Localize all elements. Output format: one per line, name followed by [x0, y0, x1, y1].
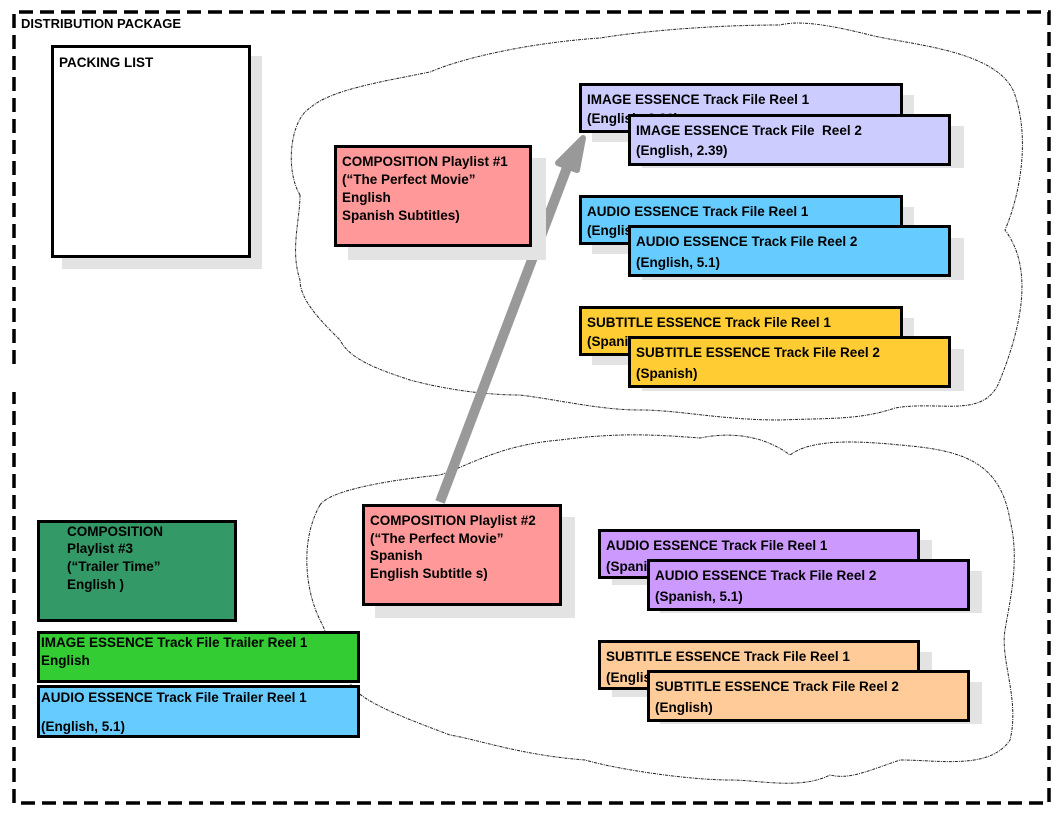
composition-3-line-4: English ) [67, 577, 124, 592]
trailer-audio-title: AUDIO ESSENCE Track File Trailer Reel 1 [41, 690, 307, 705]
audio-es-reel-2-sub: (Spanish, 5.1) [655, 589, 743, 604]
composition-playlist-1[interactable]: COMPOSITION Playlist #1 (“The Perfect Mo… [334, 145, 532, 247]
composition-3-line-2: Playlist #3 [67, 541, 134, 556]
composition-2-line-1: COMPOSITION Playlist #2 [370, 513, 536, 528]
subtitle-essence-reel-2[interactable]: SUBTITLE ESSENCE Track File Reel 2 (Span… [628, 336, 951, 388]
composition-playlist-3[interactable]: COMPOSITION Playlist #3 (“Trailer Time” … [37, 520, 237, 622]
audio-reel-2-title: AUDIO ESSENCE Track File Reel 2 [636, 234, 858, 249]
composition-2-line-2: (“The Perfect Movie” [370, 531, 504, 546]
trailer-image-sub: English [41, 653, 90, 668]
subtitle-reel-2-title: SUBTITLE ESSENCE Track File Reel 2 [636, 345, 880, 360]
reference-arrow [435, 135, 586, 504]
audio-reel-1-title: AUDIO ESSENCE Track File Reel 1 [587, 204, 809, 219]
composition-1-line-1: COMPOSITION Playlist #1 [342, 154, 508, 169]
distribution-package-border [12, 10, 1051, 805]
audio-es-reel-2-title: AUDIO ESSENCE Track File Reel 2 [655, 568, 877, 583]
subtitle-en-reel-2-sub: (English) [655, 700, 713, 715]
subtitle-en-reel-1-title: SUBTITLE ESSENCE Track File Reel 1 [606, 649, 850, 664]
image-reel-2-sub: (English, 2.39) [636, 143, 728, 158]
distribution-package-title: DISTRIBUTION PACKAGE [21, 16, 182, 31]
composition-2-line-4: English Subtitle s) [370, 566, 488, 581]
subtitle-essence-english-reel-2[interactable]: SUBTITLE ESSENCE Track File Reel 2 (Engl… [647, 670, 970, 722]
composition-3-line-3: (“Trailer Time” [67, 559, 161, 574]
cloud-group-2 [306, 434, 1015, 784]
image-reel-2-title: IMAGE ESSENCE Track File Reel 2 [636, 123, 862, 138]
packing-list-label: PACKING LIST [59, 55, 154, 70]
image-essence-reel-2[interactable]: IMAGE ESSENCE Track File Reel 2 (English… [628, 114, 951, 166]
subtitle-reel-2-sub: (Spanish) [636, 366, 698, 381]
image-reel-1-title: IMAGE ESSENCE Track File Reel 1 [587, 92, 810, 107]
composition-1-line-2: (“The Perfect Movie” [342, 172, 476, 187]
composition-2-line-3: Spanish [370, 548, 423, 563]
audio-reel-2-sub: (English, 5.1) [636, 255, 721, 270]
audio-essence-spanish-reel-2[interactable]: AUDIO ESSENCE Track File Reel 2 (Spanish… [647, 559, 970, 611]
audio-essence-reel-2[interactable]: AUDIO ESSENCE Track File Reel 2 (English… [628, 225, 951, 277]
composition-1-line-4: Spanish Subtitles) [342, 208, 460, 223]
image-essence-trailer-reel-1[interactable]: IMAGE ESSENCE Track File Trailer Reel 1 … [37, 631, 360, 683]
composition-playlist-2[interactable]: COMPOSITION Playlist #2 (“The Perfect Mo… [362, 504, 562, 606]
composition-3-line-1: COMPOSITION [67, 524, 164, 539]
cloud-group-1 [290, 22, 1023, 421]
composition-1-line-3: English [342, 190, 391, 205]
subtitle-en-reel-2-title: SUBTITLE ESSENCE Track File Reel 2 [655, 679, 899, 694]
audio-essence-trailer-reel-1[interactable]: AUDIO ESSENCE Track File Trailer Reel 1 … [37, 685, 360, 738]
trailer-audio-sub: (English, 5.1) [41, 719, 126, 734]
packing-list[interactable]: PACKING LIST [51, 45, 251, 258]
audio-es-reel-1-title: AUDIO ESSENCE Track File Reel 1 [606, 538, 828, 553]
trailer-image-title: IMAGE ESSENCE Track File Trailer Reel 1 [41, 635, 308, 650]
subtitle-reel-1-title: SUBTITLE ESSENCE Track File Reel 1 [587, 315, 831, 330]
